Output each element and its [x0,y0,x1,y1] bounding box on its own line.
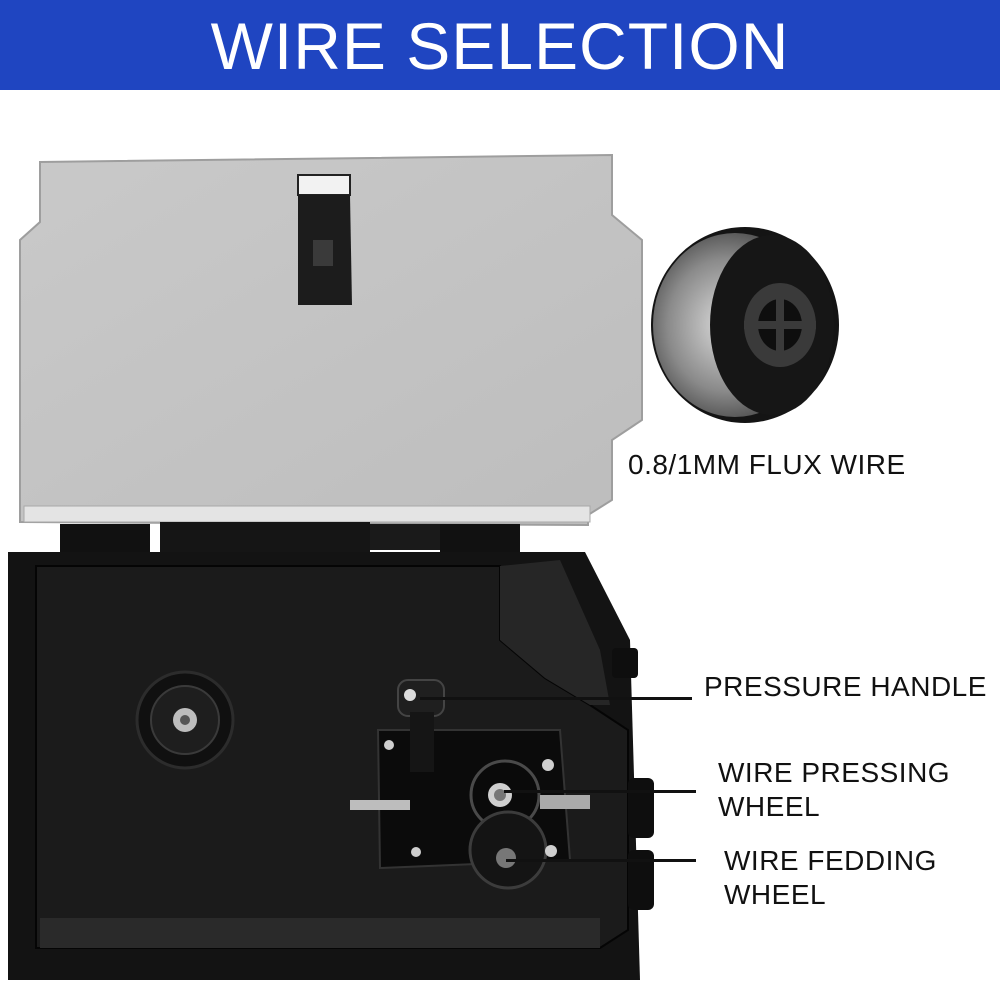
welder-photo [8,153,839,980]
wire-spool-label: 0.8/1MM FLUX WIRE [628,449,906,480]
pressure-handle-leader [420,697,692,700]
wire-pressing-wheel-line2: WHEEL [718,791,821,822]
header-banner [0,0,1000,90]
wire-fedding-wheel-label: WIRE FEDDING WHEEL [724,844,937,912]
lid-hinges [60,522,520,554]
pressure-handle-text: PRESSURE HANDLE [704,671,987,702]
pressure-handle-label: PRESSURE HANDLE [704,670,987,704]
wire-pressing-wheel-label: WIRE PRESSING WHEEL [718,756,950,824]
wire-fedding-wheel-line1: WIRE FEDDING [724,845,937,876]
wire-spool-icon [651,227,839,423]
spool-holder-knob [135,670,235,770]
wire-fedding-wheel-line2: WHEEL [724,879,827,910]
wire-pressing-wheel-leader [504,790,696,793]
wire-fedding-wheel-leader [506,859,696,862]
wire-pressing-wheel-line1: WIRE PRESSING [718,757,951,788]
side-panel-lid [19,153,643,527]
page-title: WIRE SELECTION [210,9,790,83]
